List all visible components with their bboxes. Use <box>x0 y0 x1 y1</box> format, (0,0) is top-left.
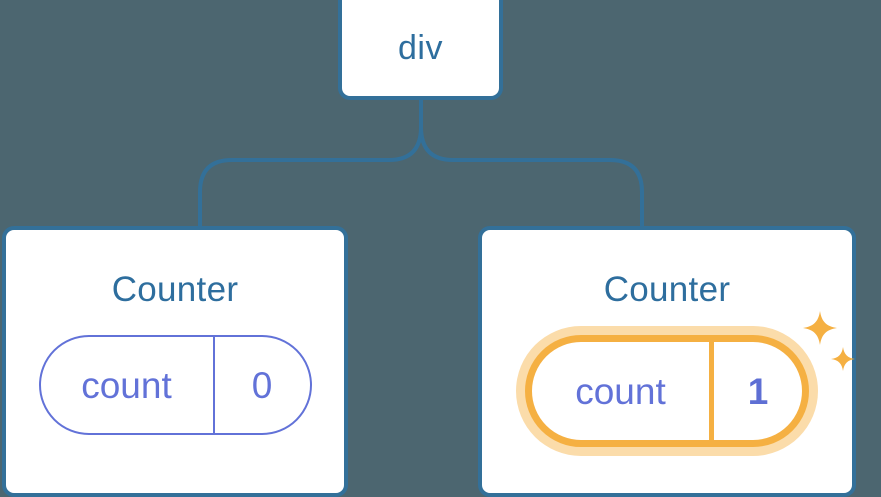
counter-node-left[interactable]: Counter count 0 <box>2 226 348 497</box>
counter-title: Counter <box>111 270 239 309</box>
state-pill-highlighted[interactable]: count 1 <box>525 335 809 447</box>
state-pill-wrapper: count 1 <box>525 311 855 447</box>
state-pill-divider <box>709 342 714 440</box>
sparkle-icon-small <box>831 347 855 371</box>
state-pill[interactable]: count 0 <box>38 335 312 435</box>
state-pill-divider <box>212 337 215 433</box>
state-value-label: 1 <box>747 370 769 412</box>
state-key-label: count <box>575 370 666 412</box>
sparkle-icon <box>803 311 837 345</box>
state-value-label: 0 <box>251 364 273 406</box>
counter-node-right[interactable]: Counter count 1 <box>478 226 856 497</box>
state-key-label: count <box>81 364 172 406</box>
root-node-div[interactable]: div <box>338 0 503 100</box>
state-pill-wrapper: count 0 <box>38 335 312 435</box>
root-node-label: div <box>398 29 443 67</box>
sparkles-decoration <box>801 311 861 383</box>
counter-title: Counter <box>603 270 731 309</box>
